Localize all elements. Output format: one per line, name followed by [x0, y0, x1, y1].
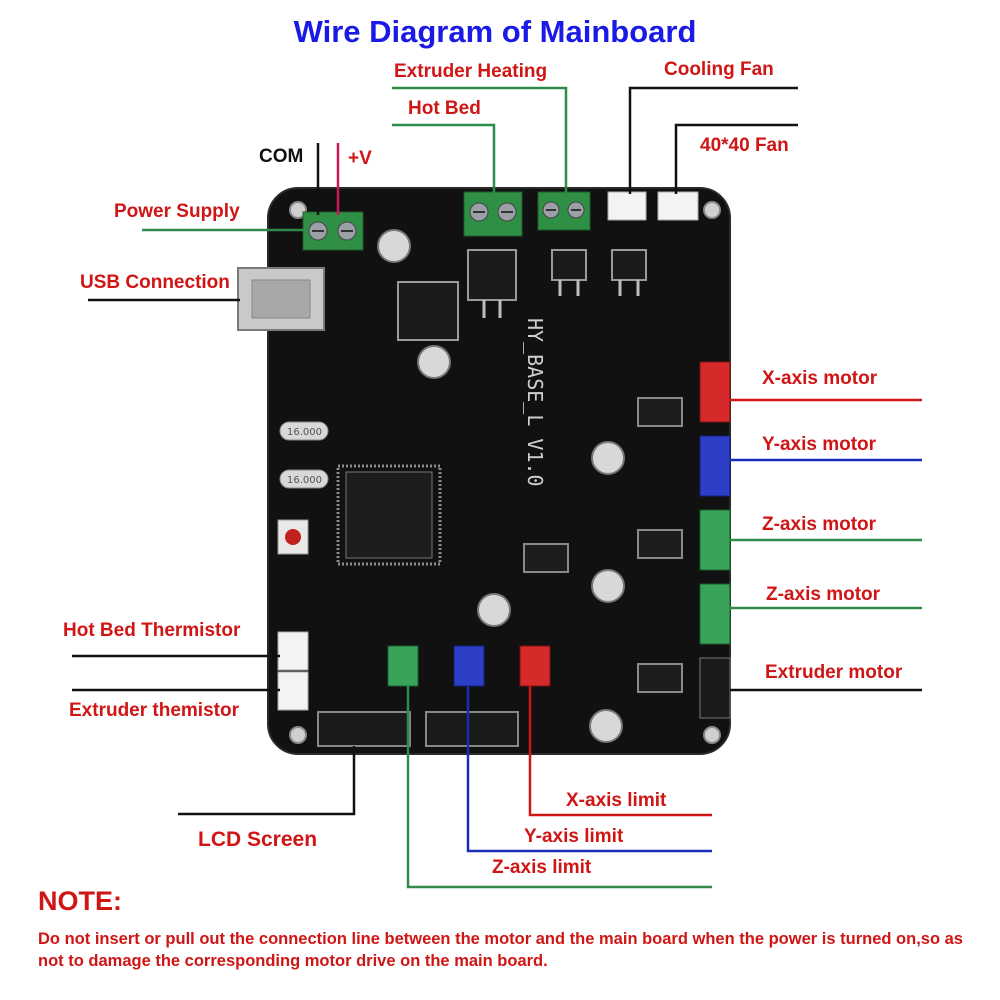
- x-motor-connector: [699, 361, 731, 423]
- label-z-axis-limit: Z-axis limit: [492, 857, 592, 878]
- label-com: COM: [259, 146, 304, 167]
- lcd-header-2: [425, 711, 519, 747]
- z-motor-connector-1: [699, 509, 731, 571]
- x-limit-connector: [519, 645, 551, 687]
- label-extruder-themistor: Extruder themistor: [69, 700, 239, 721]
- extruder-heating-wire: [392, 86, 568, 195]
- regulator-chips: [397, 249, 647, 341]
- label-cooling-fan: Cooling Fan: [664, 59, 774, 80]
- extruder-thermistor-connector: [277, 671, 309, 711]
- power-terminal-block: [302, 211, 364, 251]
- hot-bed-wire: [392, 123, 496, 194]
- note-title: NOTE:: [38, 886, 122, 916]
- label-power-supply: Power Supply: [114, 201, 240, 222]
- z-motor-connector-2: [699, 583, 731, 645]
- cooling-fan-wire: [628, 86, 798, 194]
- microcontroller-chip-icon: [336, 464, 442, 566]
- hot-bed-thermistor-connector: [277, 631, 309, 671]
- label-extruder-motor: Extruder motor: [765, 662, 903, 683]
- extruder-heating-terminal-block: [537, 191, 591, 231]
- usb-b-connector-icon: [237, 267, 325, 331]
- z-limit-wire: [406, 686, 712, 889]
- z-limit-connector: [387, 645, 419, 687]
- label-y-axis-limit: Y-axis limit: [524, 826, 624, 847]
- y-motor-connector: [699, 435, 731, 497]
- y-limit-connector: [453, 645, 485, 687]
- board-silkscreen: HY_BASE_L V1.0: [523, 318, 547, 487]
- label-z-axis-motor-2: Z-axis motor: [766, 584, 881, 605]
- reset-button-icon: [277, 519, 309, 555]
- stepper-driver-chips: [523, 397, 683, 693]
- label-extruder-heating: Extruder Heating: [394, 61, 548, 82]
- label-plus-v: +V: [348, 148, 372, 169]
- label-hot-bed: Hot Bed: [408, 98, 481, 119]
- lcd-header-1: [317, 711, 411, 747]
- x-limit-wire: [528, 686, 712, 817]
- crystal-label-1: 16.000: [287, 427, 322, 438]
- diagram-title: Wire Diagram of Mainboard: [293, 14, 697, 49]
- label-fan-40: 40*40 Fan: [700, 135, 789, 156]
- label-lcd-screen: LCD Screen: [198, 828, 318, 851]
- label-y-axis-motor: Y-axis motor: [762, 434, 877, 455]
- label-x-axis-limit: X-axis limit: [566, 790, 667, 811]
- crystal-label-2: 16.000: [287, 475, 322, 486]
- mounting-holes: [289, 201, 721, 744]
- lcd-wire: [178, 746, 356, 816]
- hot-bed-terminal-block: [463, 191, 523, 237]
- extruder-motor-connector: [699, 657, 731, 719]
- cooling-fan-connector: [607, 191, 647, 221]
- electrolytic-capacitor-icon: [377, 229, 625, 743]
- y-limit-wire: [466, 686, 712, 853]
- label-usb-connection: USB Connection: [80, 272, 230, 293]
- crystal-oscillator-icon: [279, 421, 329, 489]
- label-hot-bed-thermistor: Hot Bed Thermistor: [63, 620, 241, 641]
- fan-40-wire: [674, 123, 798, 194]
- label-x-axis-motor: X-axis motor: [762, 368, 878, 389]
- label-z-axis-motor-1: Z-axis motor: [762, 514, 877, 535]
- fan-40-connector: [657, 191, 699, 221]
- note-text: Do not insert or pull out the connection…: [38, 930, 963, 970]
